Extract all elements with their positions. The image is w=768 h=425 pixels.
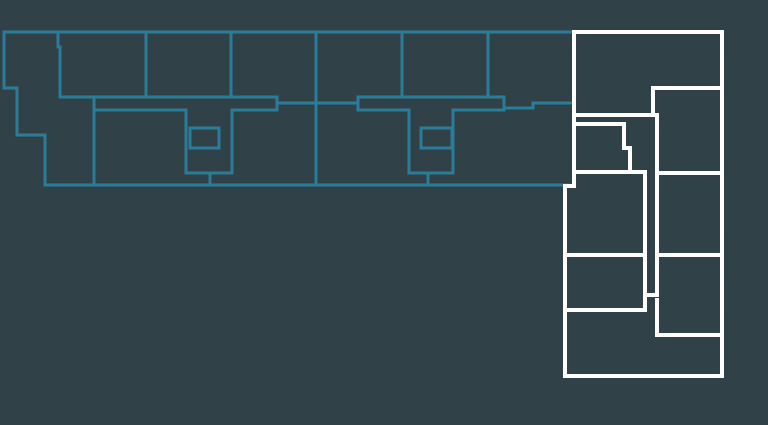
west-corridor-wall xyxy=(356,95,506,175)
west-corridor-wall xyxy=(92,95,279,175)
west-room-divider xyxy=(144,30,490,187)
west-room-divider xyxy=(208,171,430,187)
west-bathroom xyxy=(188,126,221,150)
west-corridor-wall xyxy=(502,101,574,110)
east-room-divider xyxy=(575,122,659,297)
west-bathroom xyxy=(419,126,454,150)
east-corridor-wall xyxy=(572,113,724,337)
west-room-divider xyxy=(56,30,96,187)
east-room-divider xyxy=(651,86,724,117)
west-wing-outline[interactable] xyxy=(2,30,574,187)
east-wing[interactable] xyxy=(563,30,724,378)
east-room-divider xyxy=(655,171,724,257)
east-room-divider xyxy=(572,170,632,188)
east-room-divider xyxy=(563,253,647,312)
west-wing[interactable] xyxy=(2,30,574,187)
